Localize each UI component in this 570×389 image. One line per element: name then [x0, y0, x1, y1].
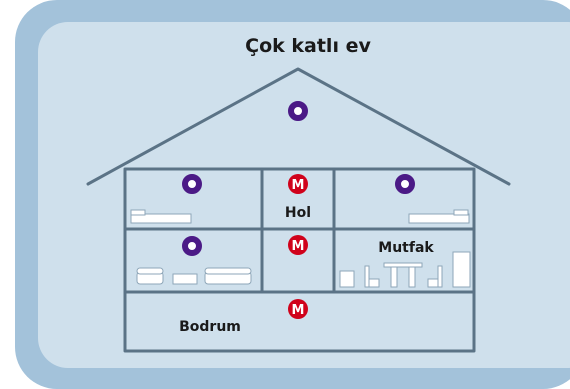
- m-marker-hall-lower: [288, 235, 308, 255]
- roof-line: [86, 67, 511, 186]
- m-marker-hall-upper-letter: M: [292, 178, 305, 193]
- m-marker-basement-letter: M: [292, 303, 305, 318]
- fridge-icon: [452, 251, 471, 288]
- m-marker-hall-upper: [288, 174, 308, 194]
- room-label-basement: Bodrum: [179, 319, 241, 335]
- dining-set-icon: [364, 262, 443, 288]
- sofa-icon: [204, 267, 252, 285]
- armchair-icon: [136, 267, 164, 285]
- house-walls: [123, 167, 476, 353]
- kitchen-cabinet-icon: [339, 270, 355, 288]
- o-marker-attic: [288, 101, 308, 121]
- room-label-kitchen: Mutfak: [378, 240, 434, 256]
- bed-icon-right: [408, 209, 470, 224]
- room-label-hall: Hol: [285, 205, 311, 221]
- m-marker-basement: [288, 299, 308, 319]
- coffee-table-icon: [172, 273, 198, 285]
- o-marker-bedroom-left: [182, 174, 202, 194]
- diagram-title: Çok katlı ev: [245, 35, 371, 57]
- bed-icon-left: [130, 209, 192, 224]
- o-marker-living-room: [182, 236, 202, 256]
- o-marker-bedroom-right: [395, 174, 415, 194]
- m-marker-hall-lower-letter: M: [292, 239, 305, 254]
